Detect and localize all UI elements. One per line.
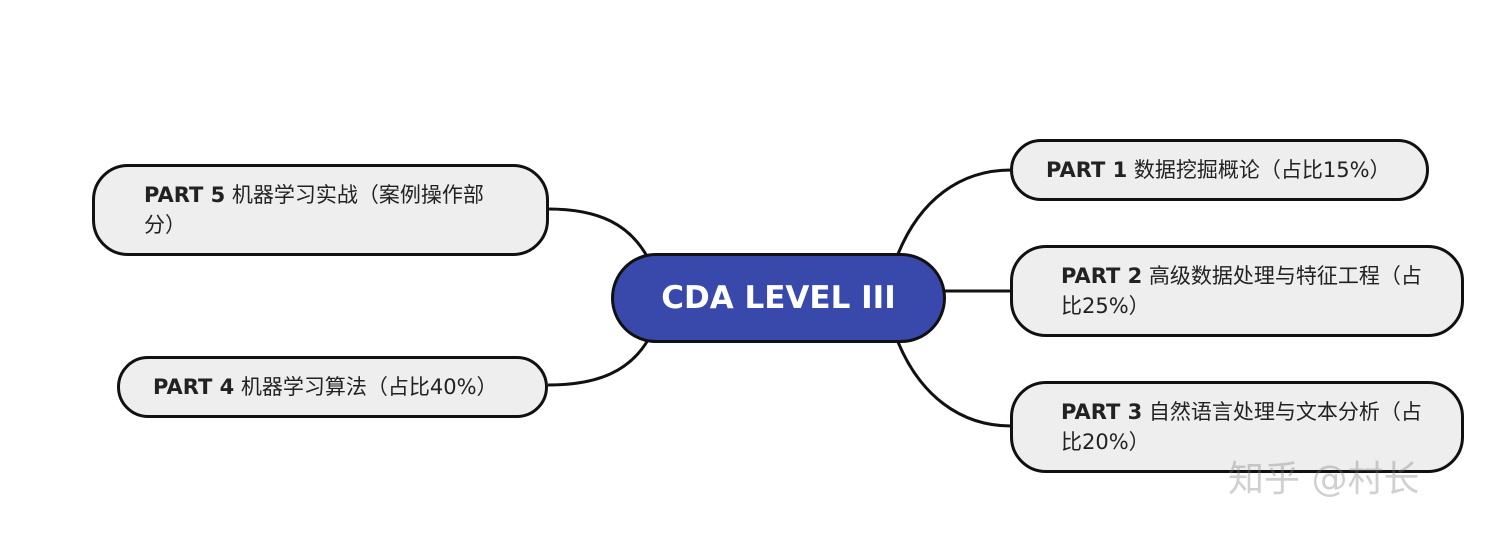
- topic-node-part4-text: PART 4 机器学习算法（占比40%）: [153, 372, 498, 402]
- central-topic-node[interactable]: CDA LEVEL III: [611, 253, 946, 343]
- topic-node-part3[interactable]: PART 3 自然语言处理与文本分析（占比20%）: [1010, 381, 1464, 473]
- topic-node-part1-label: 数据挖掘概论（占比15%）: [1127, 158, 1391, 182]
- topic-node-part2-label: 高级数据处理与特征工程（占比25%）: [1061, 264, 1422, 318]
- topic-node-part2-part: PART 2: [1061, 264, 1143, 288]
- topic-node-part1-part: PART 1: [1046, 158, 1128, 182]
- topic-node-part5-part: PART 5: [144, 183, 226, 207]
- connector-part5: [547, 207, 650, 259]
- connector-part4: [547, 339, 650, 387]
- topic-node-part1[interactable]: PART 1 数据挖掘概论（占比15%）: [1010, 139, 1429, 201]
- topic-node-part5-text: PART 5 机器学习实战（案例操作部分）: [144, 180, 506, 240]
- topic-node-part2-text: PART 2 高级数据处理与特征工程（占比25%）: [1061, 261, 1435, 321]
- connector-part3: [896, 341, 1012, 428]
- topic-node-part4-label: 机器学习算法（占比40%）: [234, 375, 498, 399]
- connector-part1: [896, 168, 1012, 255]
- topic-node-part3-label: 自然语言处理与文本分析（占比20%）: [1061, 400, 1422, 454]
- topic-node-part3-text: PART 3 自然语言处理与文本分析（占比20%）: [1061, 397, 1435, 457]
- topic-node-part2[interactable]: PART 2 高级数据处理与特征工程（占比25%）: [1010, 245, 1464, 337]
- topic-node-part5-label: 机器学习实战（案例操作部分）: [144, 183, 484, 237]
- topic-node-part3-part: PART 3: [1061, 400, 1143, 424]
- topic-node-part1-text: PART 1 数据挖掘概论（占比15%）: [1046, 155, 1391, 185]
- central-topic-label: CDA LEVEL III: [661, 280, 896, 316]
- topic-node-part4-part: PART 4: [153, 375, 235, 399]
- topic-node-part5[interactable]: PART 5 机器学习实战（案例操作部分）: [92, 164, 549, 256]
- watermark: 知乎 @村长: [1228, 459, 1420, 500]
- topic-node-part4[interactable]: PART 4 机器学习算法（占比40%）: [117, 356, 548, 418]
